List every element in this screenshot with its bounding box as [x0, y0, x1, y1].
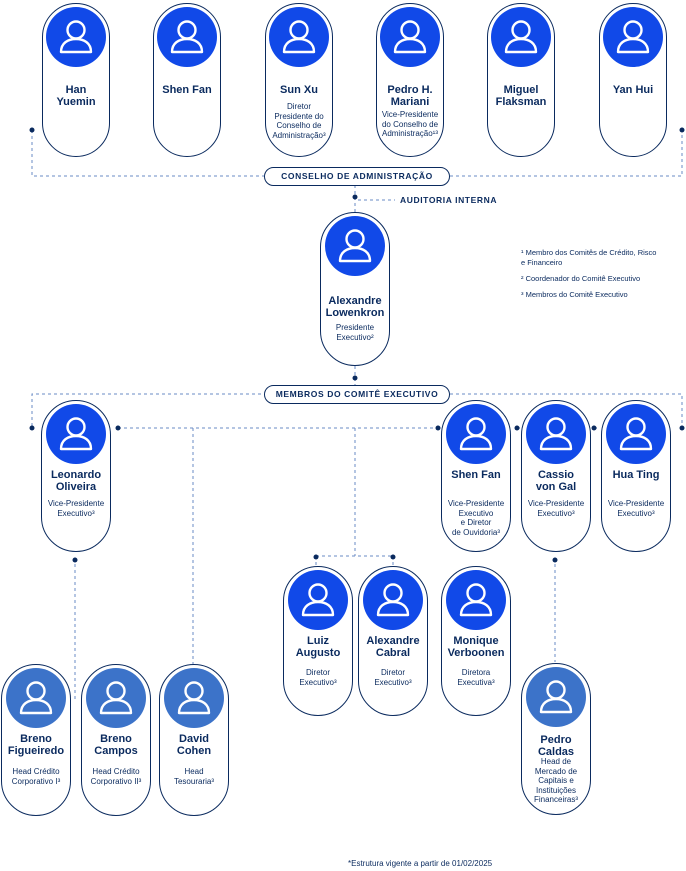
person-role: Vice-Presidente Executivo e Diretor de O… [447, 499, 505, 537]
person-role: Head de Mercado de Capitais e Instituiçõ… [533, 757, 578, 804]
person-name: Han Yuemin [56, 84, 96, 108]
board-card: Pedro H. Mariani Vice-Presidente do Cons… [376, 3, 444, 157]
person-name: Breno Figueiredo [7, 733, 65, 757]
person-icon [446, 570, 506, 630]
head-card: Breno Campos Head Crédito Corporativo II… [81, 664, 151, 816]
vp-card: Hua Ting Vice-Presidente Executivo³ [601, 400, 671, 552]
person-name: Luiz Augusto [295, 635, 341, 659]
head-card: Breno Figueiredo Head Crédito Corporativ… [1, 664, 71, 816]
person-role: Diretora Executiva³ [457, 668, 495, 687]
person-icon [446, 404, 506, 464]
person-icon [526, 667, 586, 727]
person-icon [363, 570, 423, 630]
person-icon [606, 404, 666, 464]
director-card: Luiz Augusto Diretor Executivo³ [283, 566, 353, 716]
person-icon [86, 668, 146, 728]
person-name: Monique Verboonen [447, 635, 505, 659]
person-icon [6, 668, 66, 728]
person-icon [288, 570, 348, 630]
person-name: Alexandre Cabral [366, 635, 420, 659]
board-card: Han Yuemin [42, 3, 110, 157]
person-role: Head Tesouraria³ [173, 767, 214, 786]
person-role: Vice-Presidente do Conselho de Administr… [381, 110, 439, 138]
person-icon [46, 404, 106, 464]
board-label: CONSELHO DE ADMINISTRAÇÃO [264, 167, 450, 186]
person-icon [157, 7, 217, 67]
committee-label: MEMBROS DO COMITÊ EXECUTIVO [264, 385, 450, 404]
board-card: Miguel Flaksman [487, 3, 555, 157]
person-name: Shen Fan [451, 469, 501, 481]
board-card: Shen Fan [153, 3, 221, 157]
person-name: Leonardo Oliveira [50, 469, 102, 493]
person-role: Diretor Executivo³ [374, 668, 412, 687]
person-name: Sun Xu [280, 84, 318, 96]
person-name: Breno Campos [94, 733, 138, 757]
person-role: Vice-Presidente Executivo³ [527, 499, 585, 518]
person-role: Presidente Executivo² [335, 323, 375, 342]
person-icon [325, 216, 385, 276]
person-icon [526, 404, 586, 464]
person-icon [269, 7, 329, 67]
person-name: Yan Hui [612, 84, 654, 96]
person-role: Head Crédito Corporativo II³ [90, 767, 142, 786]
vp-card: Cassio von Gal Vice-Presidente Executivo… [521, 400, 591, 552]
director-card: Monique Verboonen Diretora Executiva³ [441, 566, 511, 716]
person-name: Pedro Caldas [537, 734, 575, 758]
person-name: Cassio von Gal [535, 469, 577, 493]
person-icon [491, 7, 551, 67]
person-role: Diretor Executivo³ [299, 668, 337, 687]
person-icon [46, 7, 106, 67]
person-role: Vice-Presidente Executivo³ [47, 499, 105, 518]
person-icon [380, 7, 440, 67]
audit-label: AUDITORIA INTERNA [400, 195, 498, 205]
board-card: Yan Hui [599, 3, 667, 157]
person-icon [164, 668, 224, 728]
footnote: ³ Membros do Comitê Executivo [521, 290, 628, 299]
head-card: Pedro Caldas Head de Mercado de Capitais… [521, 663, 591, 815]
president-card: Alexandre Lowenkron Presidente Executivo… [320, 212, 390, 366]
person-role: Diretor Presidente do Conselho de Admini… [272, 102, 326, 140]
vp-card: Shen Fan Vice-Presidente Executivo e Dir… [441, 400, 511, 552]
footnote: ² Coordenador do Comitê Executivo [521, 274, 641, 283]
person-name: David Cohen [176, 733, 212, 757]
person-name: Hua Ting [612, 469, 660, 481]
board-card: Sun Xu Diretor Presidente do Conselho de… [265, 3, 333, 157]
person-icon [603, 7, 663, 67]
vp-card: Leonardo Oliveira Vice-Presidente Execut… [41, 400, 111, 552]
person-role: Head Crédito Corporativo I³ [11, 767, 61, 786]
person-role: Vice-Presidente Executivo³ [607, 499, 665, 518]
person-name: Shen Fan [162, 84, 212, 96]
director-card: Alexandre Cabral Diretor Executivo³ [358, 566, 428, 716]
head-card: David Cohen Head Tesouraria³ [159, 664, 229, 816]
footnotes: ¹ Membro dos Comitês de Crédito, Risco e… [521, 248, 681, 306]
person-name: Alexandre Lowenkron [325, 295, 385, 319]
footer-note: *Estrutura vigente a partir de 01/02/202… [348, 859, 493, 868]
person-name: Miguel Flaksman [495, 84, 547, 108]
footnote: ¹ Membro dos Comitês de Crédito, Risco e… [521, 248, 657, 267]
person-name: Pedro H. Mariani [387, 84, 433, 108]
